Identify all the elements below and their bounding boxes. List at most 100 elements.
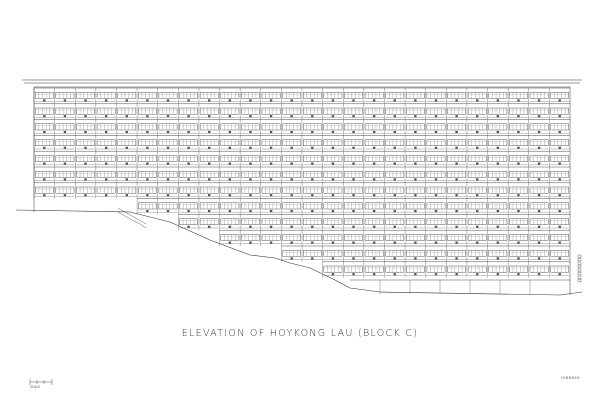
window-bay [528, 87, 550, 104]
window-bay [487, 245, 509, 262]
window-bay [219, 198, 241, 215]
window-bay [446, 214, 467, 231]
window-bay [75, 150, 96, 167]
window-bay [404, 198, 426, 215]
window-bay [404, 229, 426, 246]
window-bay [528, 182, 550, 199]
floor-row [322, 261, 570, 278]
window-bay [281, 198, 302, 215]
window-bay [136, 135, 158, 152]
window-bay [507, 119, 529, 136]
window-bay [363, 150, 385, 167]
window-bay [549, 166, 570, 183]
window-bay [425, 182, 447, 199]
window-bay [528, 166, 550, 183]
window-bay [281, 150, 302, 167]
window-bay [466, 229, 488, 246]
window-bay [425, 150, 447, 167]
window-bay [260, 214, 282, 231]
window-bay [487, 182, 509, 199]
window-bay [425, 198, 447, 215]
window-bay [507, 135, 529, 152]
window-bay [157, 87, 179, 104]
window-bay [507, 229, 529, 246]
window-bay [116, 166, 138, 183]
window-bay [178, 87, 199, 104]
window-bay [178, 135, 199, 152]
window-bay [116, 135, 138, 152]
window-bay [549, 103, 570, 120]
window-bay [281, 103, 302, 120]
window-bay [466, 245, 488, 262]
window-bay [239, 103, 261, 120]
window-bay [33, 103, 55, 120]
floor-row [178, 214, 570, 231]
window-bay [466, 119, 488, 136]
drawing-title: ELEVATION OF HOYKONG LAU (BLOCK C) [181, 328, 419, 339]
window-bay [75, 119, 96, 136]
window-bay [343, 198, 364, 215]
window-bay [322, 214, 344, 231]
window-bay [198, 135, 220, 152]
window-bay [487, 198, 509, 215]
window-bay [301, 103, 323, 120]
window-bay [136, 150, 158, 167]
window-bay [549, 135, 570, 152]
window-bay [239, 166, 261, 183]
podium [350, 279, 570, 294]
window-bay [260, 229, 282, 246]
window-bay [507, 214, 529, 231]
window-bay [157, 166, 179, 183]
window-bay [404, 261, 426, 278]
window-bay [549, 119, 570, 136]
window-bay [528, 103, 550, 120]
window-bay [219, 87, 241, 104]
window-bay [343, 182, 364, 199]
window-bay [260, 119, 282, 136]
window-bay [219, 119, 241, 136]
marker-tick [577, 261, 582, 265]
window-bay [33, 119, 55, 136]
window-bay [116, 119, 138, 136]
window-bay [157, 103, 179, 120]
window-bay [466, 166, 488, 183]
window-bay [157, 198, 179, 215]
window-bay [549, 182, 570, 199]
window-bay [507, 103, 529, 120]
window-bay [322, 166, 344, 183]
window-bay [301, 245, 323, 262]
window-bay [157, 135, 179, 152]
window-bay [239, 119, 261, 136]
window-bay [466, 261, 488, 278]
window-bay [157, 182, 179, 199]
marker-tick [577, 279, 582, 283]
window-bay [343, 261, 364, 278]
window-bay [549, 87, 570, 104]
window-bay [343, 135, 364, 152]
window-bay [178, 214, 199, 231]
window-bay [54, 150, 76, 167]
window-bay [466, 103, 488, 120]
window-bay [322, 261, 344, 278]
window-bay [54, 103, 76, 120]
window-bay [404, 87, 426, 104]
window-bay [322, 135, 344, 152]
window-bay [425, 261, 447, 278]
window-bay [549, 214, 570, 231]
window-bay [178, 103, 199, 120]
window-bay [75, 182, 96, 199]
window-bay [343, 119, 364, 136]
window-bay [466, 135, 488, 152]
window-bay [528, 229, 550, 246]
window-bay [54, 135, 76, 152]
floor-row [33, 150, 570, 167]
marker-tick [577, 265, 582, 269]
window-bay [404, 103, 426, 120]
window-bay [363, 214, 385, 231]
window-bay [116, 182, 138, 199]
window-bay [549, 198, 570, 215]
window-bay [322, 198, 344, 215]
floor-row [33, 119, 570, 136]
window-bay [54, 87, 76, 104]
window-bay [54, 119, 76, 136]
